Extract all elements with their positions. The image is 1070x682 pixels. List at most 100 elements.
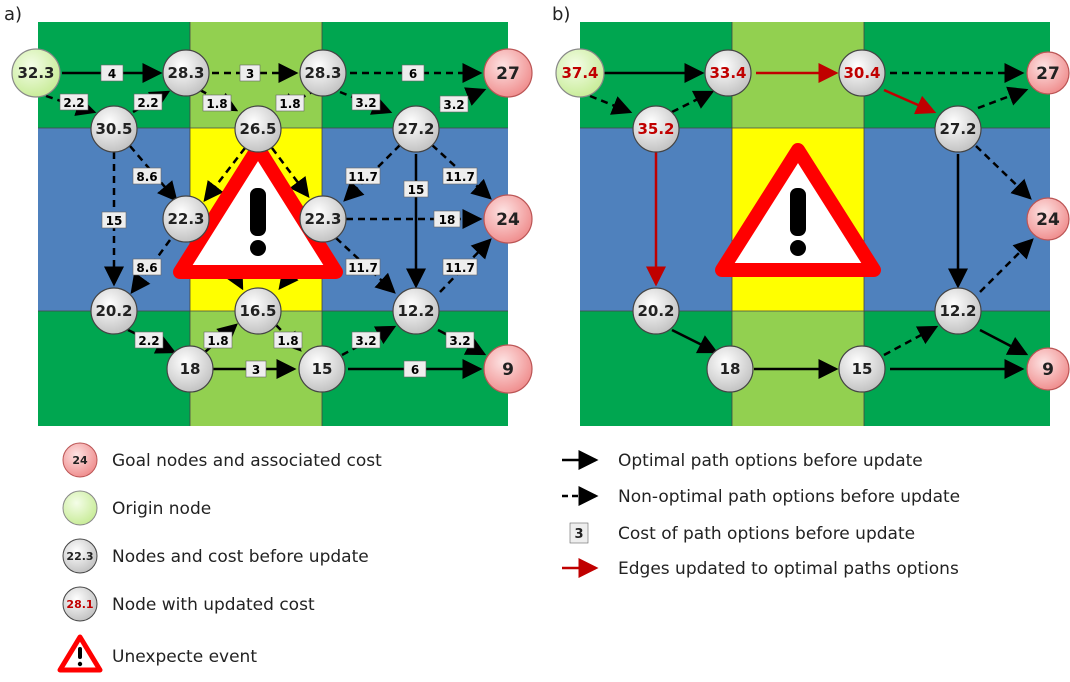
edge (979, 238, 1034, 293)
panel-b-edges (589, 63, 1034, 379)
svg-text:2.2: 2.2 (137, 96, 158, 110)
svg-text:22.3: 22.3 (66, 550, 93, 563)
svg-text:Node with updated cost: Node with updated cost (112, 595, 315, 615)
svg-text:15: 15 (106, 214, 123, 228)
svg-text:4: 4 (108, 67, 116, 81)
goal-node: 27 (483, 48, 533, 98)
edge-cost-label: 3 (245, 360, 267, 378)
svg-text:Non-optimal path options befor: Non-optimal path options before update (618, 487, 960, 507)
edge-cost-label: 3.2 (445, 331, 475, 349)
edge-cost-label: 11.7 (442, 258, 478, 276)
legend-origin: Origin node (62, 490, 211, 526)
svg-text:11.7: 11.7 (348, 261, 378, 275)
svg-text:28.3: 28.3 (167, 64, 204, 82)
node: 18 (166, 345, 214, 393)
edge (975, 145, 1032, 200)
warning-icon (173, 141, 343, 279)
edge-cost-label: 15 (403, 180, 429, 198)
svg-text:26.5: 26.5 (239, 120, 276, 138)
svg-text:28.3: 28.3 (304, 64, 341, 82)
node: 12.2 (934, 287, 982, 335)
edge-cost-label: 3 (239, 64, 261, 82)
edge-cost-label: 2.2 (59, 93, 89, 111)
svg-text:18: 18 (720, 360, 741, 378)
svg-text:11.7: 11.7 (348, 170, 378, 184)
edge (130, 239, 172, 295)
svg-text:2.2: 2.2 (63, 96, 84, 110)
node: 27.2 (934, 105, 982, 153)
goal-node-sample (62, 442, 98, 478)
svg-text:27: 27 (1036, 64, 1060, 84)
svg-text:3: 3 (246, 67, 254, 81)
svg-text:3: 3 (252, 363, 260, 377)
edge-cost-label: 3.2 (351, 331, 381, 349)
legend-non-optimal-path: Non-optimal path options before update (562, 486, 960, 507)
edge (977, 86, 1029, 110)
svg-text:12.2: 12.2 (397, 302, 434, 320)
origin-node: 32.3 (11, 48, 61, 98)
svg-text:24: 24 (72, 454, 88, 467)
svg-text:30.4: 30.4 (843, 64, 880, 82)
panel-a-label: a) (4, 4, 22, 25)
svg-text:Edges updated to optimal paths: Edges updated to optimal paths options (618, 559, 959, 579)
svg-text:27.2: 27.2 (939, 120, 976, 138)
edge-cost-label: 8.6 (132, 258, 162, 276)
node: 15 (838, 345, 886, 393)
edge-cost-label: 2.2 (134, 331, 164, 349)
svg-text:15: 15 (852, 360, 873, 378)
svg-text:20.2: 20.2 (637, 302, 674, 320)
edge-cost-label: 6 (401, 64, 425, 82)
svg-text:11.7: 11.7 (445, 261, 475, 275)
svg-text:11.7: 11.7 (445, 170, 475, 184)
svg-text:3: 3 (574, 527, 583, 542)
svg-text:35.2: 35.2 (637, 120, 674, 138)
panel-b-nodes: 37.4 33.4 30.4 27 35.2 27.2 (555, 48, 1070, 393)
updated-node-sample (62, 586, 98, 622)
svg-text:8.6: 8.6 (136, 261, 157, 275)
origin-node-sample (62, 490, 98, 526)
edge-cost-label: 15 (101, 211, 127, 229)
svg-text:15: 15 (312, 360, 333, 378)
legend-optimal-path: Optimal path options before update (562, 450, 923, 471)
svg-text:27: 27 (496, 64, 520, 84)
svg-text:16.5: 16.5 (239, 302, 276, 320)
node: 16.5 (234, 287, 282, 335)
svg-text:30.5: 30.5 (95, 120, 132, 138)
node: 18 (706, 345, 754, 393)
edge (271, 147, 310, 198)
svg-text:32.3: 32.3 (17, 64, 54, 82)
svg-text:8.6: 8.6 (136, 170, 157, 184)
svg-text:Unexpecte event: Unexpecte event (112, 647, 257, 667)
edge (203, 147, 246, 202)
goal-node: 9 (483, 344, 533, 394)
node: 12.2 (392, 287, 440, 335)
legend-node: 22.3 Nodes and cost before update (62, 538, 369, 574)
node: 20.2 (632, 287, 680, 335)
origin-node: 37.4 (555, 48, 605, 98)
panel-b: 37.4 33.4 30.4 27 35.2 27.2 (555, 22, 1070, 426)
edge-cost-label: 2.2 (133, 93, 163, 111)
updated-node: 35.2 (632, 105, 680, 153)
goal-node: 27 (1026, 51, 1070, 95)
node: 28.3 (162, 49, 210, 97)
updated-node: 33.4 (704, 49, 752, 97)
edge-cost-label: 4 (100, 64, 124, 82)
legend-event: Unexpecte event (57, 634, 257, 673)
goal-node: 24 (1026, 197, 1070, 241)
svg-text:24: 24 (1036, 210, 1060, 230)
legend-updated-node: 28.1 Node with updated cost (62, 586, 315, 622)
svg-text:1.8: 1.8 (207, 334, 228, 348)
node: 30.5 (90, 105, 138, 153)
updated-edge (883, 88, 937, 115)
node: 27.2 (392, 105, 440, 153)
node: 22.3 (299, 195, 347, 243)
edge-cost-label: 1.8 (203, 331, 233, 349)
svg-text:18: 18 (439, 213, 456, 227)
legend-right: Optimal path options before update Non-o… (562, 450, 960, 579)
svg-text:Origin node: Origin node (112, 499, 211, 519)
edge-cost-label: 1.8 (273, 331, 303, 349)
edge-cost-label: 11.7 (345, 258, 381, 276)
edge-cost-label: 11.7 (345, 167, 381, 185)
goal-node: 9 (1026, 347, 1070, 391)
